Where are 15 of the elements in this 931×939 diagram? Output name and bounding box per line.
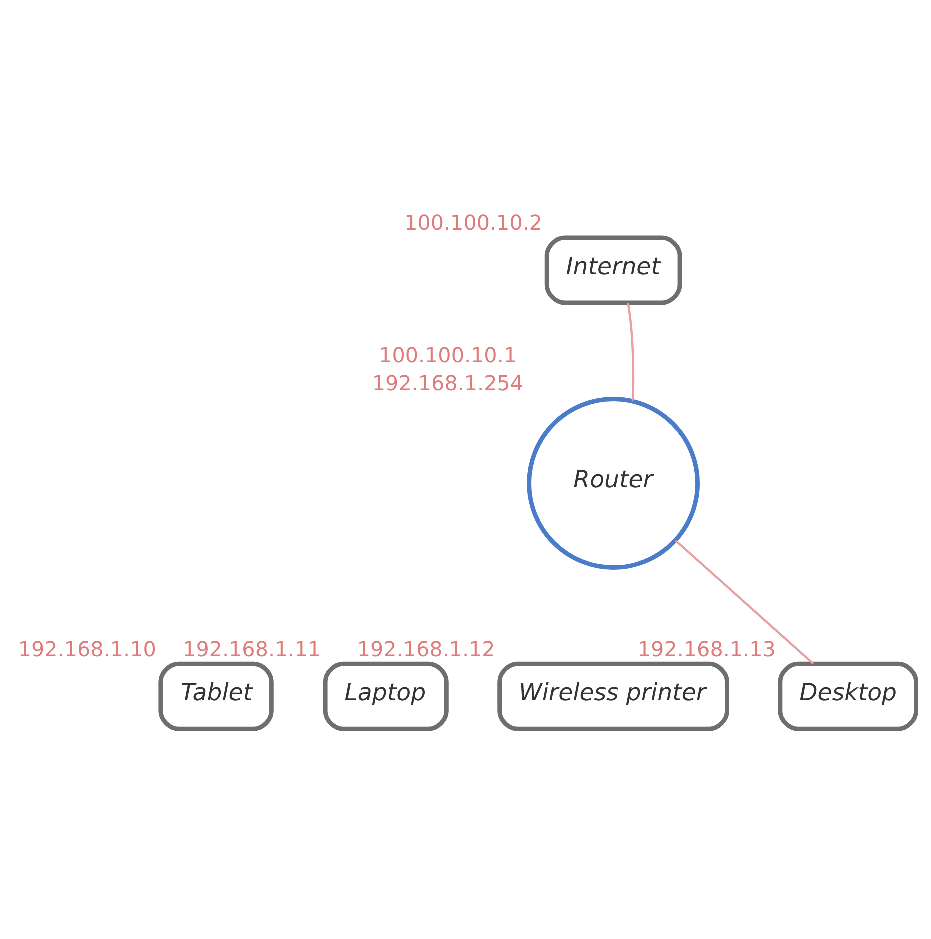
node-box: Laptop (323, 662, 449, 732)
node-box: Internet (544, 236, 682, 306)
node-label: 192.168.1.11 (183, 637, 322, 662)
node-label: 192.168.1.12 (357, 637, 496, 662)
node-label: 192.168.1.254 (372, 371, 524, 396)
connector (627, 303, 635, 401)
node-box: Wireless printer (498, 662, 730, 732)
node-circle: Router (527, 397, 700, 570)
node-box: Desktop (778, 662, 919, 732)
node-label: 100.100.10.1 (379, 343, 518, 368)
node-label: 100.100.10.2 (404, 211, 543, 236)
node-label: 192.168.1.13 (638, 637, 776, 662)
node-label: 192.168.1.10 (18, 637, 156, 662)
connector (675, 540, 814, 665)
node-box: Tablet (158, 662, 274, 732)
